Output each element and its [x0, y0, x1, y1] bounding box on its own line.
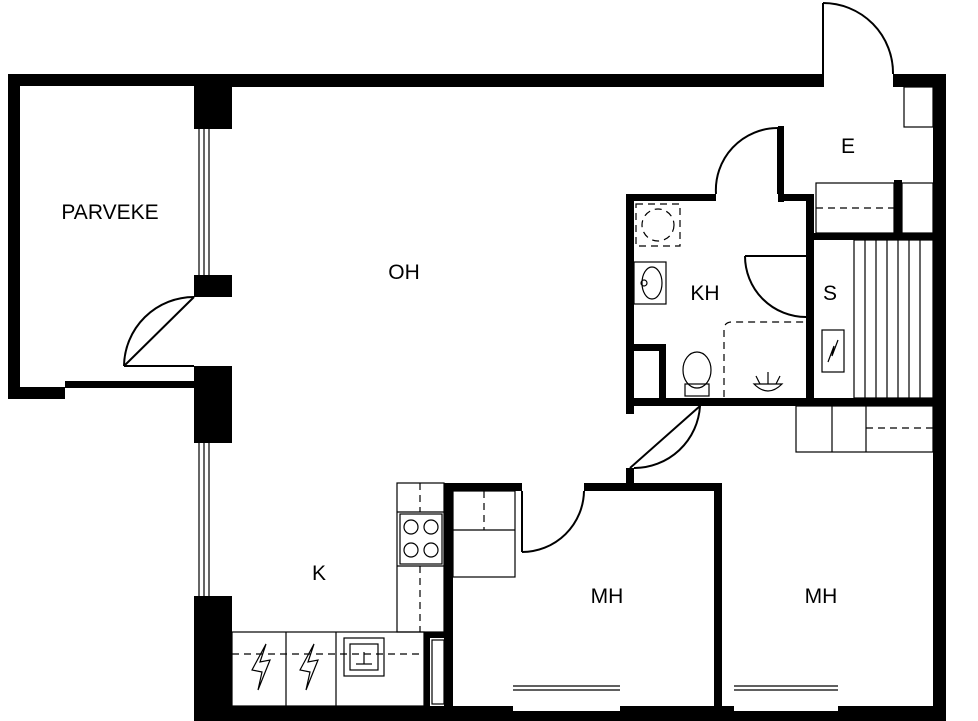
room-label-oh: OH: [388, 261, 420, 284]
room-label-k: K: [312, 562, 326, 585]
room-label-mh-1: MH: [591, 585, 624, 608]
room-label-mh-2: MH: [805, 585, 838, 608]
room-label-kh: KH: [690, 282, 719, 305]
balcony: [8, 74, 194, 399]
room-label-e: E: [841, 135, 855, 158]
room-labels: PARVEKE OH E KH S K MH MH: [61, 135, 855, 608]
exterior-walls: [194, 74, 946, 721]
room-label-s: S: [823, 282, 837, 305]
room-label-parveke: PARVEKE: [61, 201, 158, 224]
windows: [196, 129, 838, 711]
interior-walls: [424, 126, 946, 721]
doors: [123, 2, 895, 553]
fixtures: [231, 86, 934, 707]
